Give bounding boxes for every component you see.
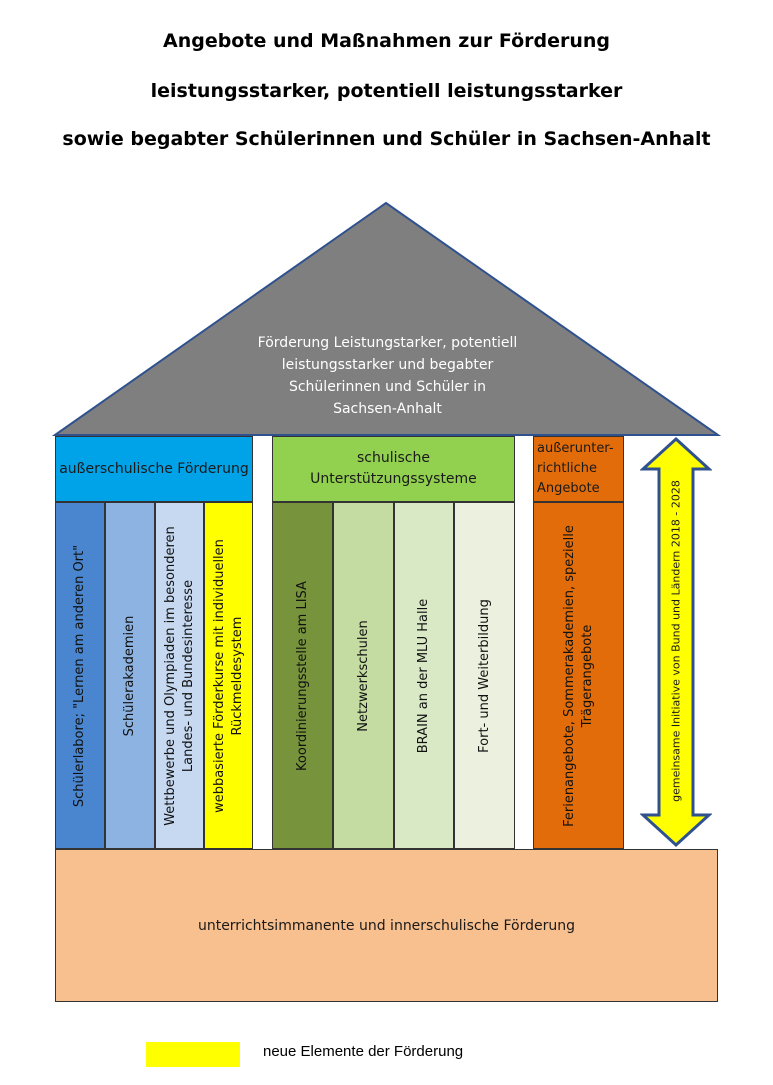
foundation-box: unterrichtsimmanente und innerschulische… bbox=[55, 849, 718, 1002]
pillar-brain: BRAIN an der MLU Halle bbox=[394, 502, 454, 849]
header-label: außerunter- bbox=[537, 441, 614, 456]
pillar-label: Netzwerkschulen bbox=[355, 619, 371, 732]
pillar-label: Ferienangebote, Sommerakademien, speziel… bbox=[561, 524, 577, 827]
pillar-label: webbasierte Förderkurse mit individuelle… bbox=[211, 538, 227, 813]
header-schulische-unterstuetzungssysteme: schulische Unterstützungssysteme bbox=[272, 436, 515, 502]
pillar-label: Fort- und Weiterbildung bbox=[476, 598, 492, 753]
header-label: Angebote bbox=[537, 481, 600, 496]
pillar-netzwerkschulen: Netzwerkschulen bbox=[333, 502, 394, 849]
header-label: schulische bbox=[357, 450, 430, 466]
pillar-webbasierte-foerderkurse: webbasierte Förderkurse mit individuelle… bbox=[204, 502, 253, 849]
pillar-label: Koordinierungsstelle am LISA bbox=[294, 580, 310, 771]
roof-line: Förderung Leistungstarker, potentiell bbox=[257, 335, 518, 351]
pillar-label: BRAIN an der MLU Halle bbox=[416, 598, 431, 753]
diagram-title-line3: sowie begabter Schülerinnen und Schüler … bbox=[62, 128, 711, 150]
header-label: außerschulische Förderung bbox=[59, 461, 249, 477]
pillar-schuelerakademien: Schülerakademien bbox=[105, 502, 155, 849]
header-ausserunterrichtliche-angebote: außerunter- richtliche Angebote bbox=[533, 436, 624, 502]
pillar-wettbewerbe: Wettbewerbe und Olympiaden im besonderen… bbox=[155, 502, 204, 849]
pillar-label: Schülerlabore; "Lernen am anderen Ort" bbox=[72, 544, 87, 807]
legend-label: neue Elemente der Förderung bbox=[263, 1043, 464, 1060]
pillar-koordinierungsstelle: Koordinierungsstelle am LISA bbox=[272, 502, 333, 849]
diagram-title-line2: leistungsstarker, potentiell leistungsst… bbox=[150, 80, 623, 102]
pillar-label: Wettbewerbe und Olympiaden im besonderen bbox=[162, 525, 178, 826]
double-arrow-icon bbox=[640, 436, 712, 848]
roof-line: leistungsstarker und begabter bbox=[281, 357, 494, 373]
pillar-ferienangebote: Ferienangebote, Sommerakademien, speziel… bbox=[533, 502, 624, 849]
roof-line: Schülerinnen und Schüler in bbox=[288, 379, 487, 395]
pillar-label: Rückmeldesystem bbox=[229, 616, 245, 735]
arrow-label: gemeinsame Initiative von Bund und Lände… bbox=[669, 480, 683, 802]
pillar-label: Schülerakademien bbox=[122, 615, 137, 736]
header-label: richtliche bbox=[537, 461, 598, 476]
diagram-title-line1: Angebote und Maßnahmen zur Förderung bbox=[162, 30, 611, 52]
legend-swatch-new-elements bbox=[146, 1042, 240, 1067]
roof-line: Sachsen-Anhalt bbox=[333, 401, 442, 417]
pillar-schuelerlabore: Schülerlabore; "Lernen am anderen Ort" bbox=[55, 502, 105, 849]
pillar-label: Trägerangebote bbox=[579, 624, 595, 727]
pillar-fort-und-weiterbildung: Fort- und Weiterbildung bbox=[454, 502, 515, 849]
pillar-label: Landes- und Bundesinteresse bbox=[180, 579, 196, 772]
foundation-label: unterrichtsimmanente und innerschulische… bbox=[197, 917, 576, 934]
roof-text: Förderung Leistungstarker, potentiell le… bbox=[230, 332, 545, 420]
roof bbox=[51, 201, 722, 436]
header-label: Unterstützungssysteme bbox=[310, 471, 477, 487]
header-ausserschulische-foerderung: außerschulische Förderung bbox=[55, 436, 253, 502]
